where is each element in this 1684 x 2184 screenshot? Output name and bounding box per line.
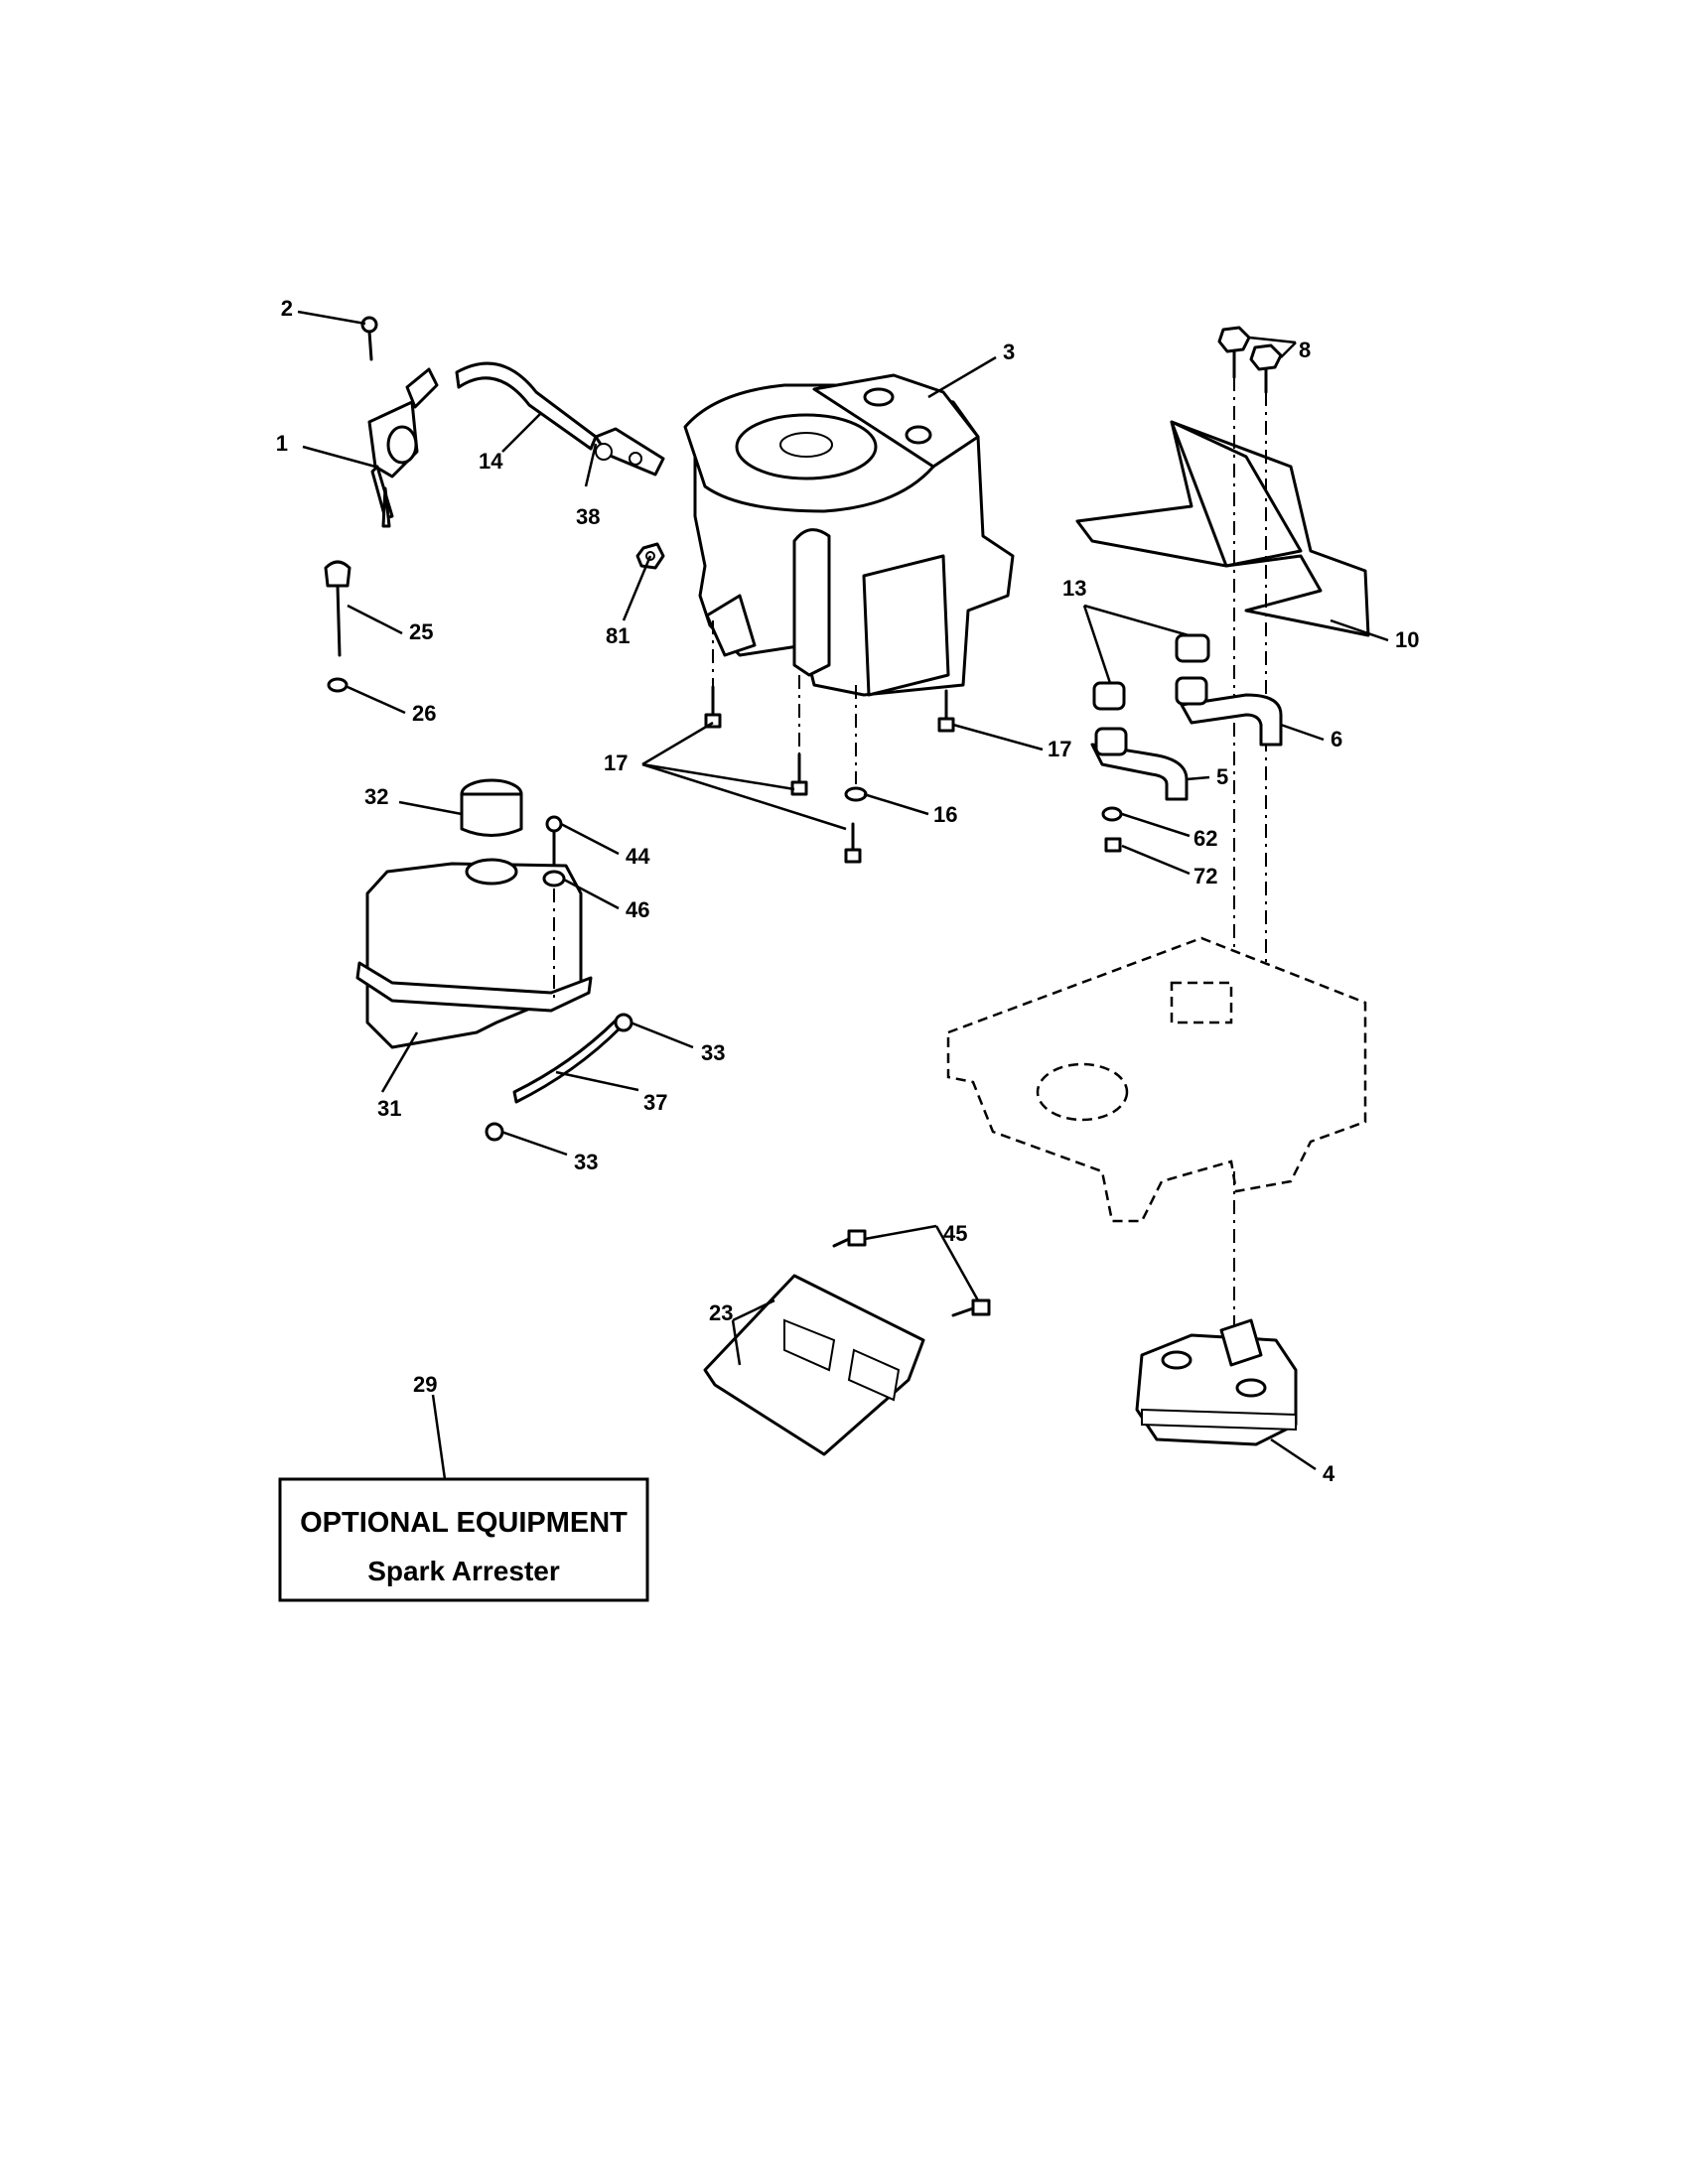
callout-33-bottom: 33 [574,1150,598,1174]
callout-29: 29 [413,1372,437,1397]
callout-38: 38 [576,504,600,529]
optional-equipment-title: OPTIONAL EQUIPMENT [300,1507,628,1539]
callout-26: 26 [412,701,436,726]
fuel-hose-part [485,1013,633,1142]
dipstick-part [324,560,351,693]
callout-8: 8 [1299,338,1311,362]
callout-25: 25 [409,619,433,644]
frame-outline [946,936,1367,1223]
callout-17-right: 17 [1048,737,1071,761]
callout-4: 4 [1323,1461,1335,1486]
callout-1: 1 [276,431,288,456]
callout-45: 45 [943,1221,967,1246]
engine-part [683,373,1015,697]
callouts: 1 2 3 4 5 6 8 10 13 14 16 17 17 17 23 25… [276,296,1420,1486]
throttle-screw-part [360,316,378,361]
fuel-line-part [455,361,665,477]
callout-3: 3 [1003,340,1015,364]
callout-13: 13 [1062,576,1086,601]
spark-arrester-label: Spark Arrester [367,1556,560,1586]
callout-14: 14 [479,449,503,474]
callout-46: 46 [626,897,649,922]
optional-equipment-box: OPTIONAL EQUIPMENT Spark Arrester [278,1477,649,1602]
callout-62: 62 [1193,826,1217,851]
exhaust-pipes-part [1090,633,1283,853]
throttle-control-part [367,367,439,528]
callout-23: 23 [709,1300,733,1325]
callout-5: 5 [1216,764,1228,789]
callout-44: 44 [626,844,650,869]
fuel-tank-part [355,778,593,1049]
callout-32: 32 [364,784,388,809]
callout-72: 72 [1193,864,1217,888]
callout-6: 6 [1331,727,1342,751]
callout-2: 2 [281,296,293,321]
muffler-part [1135,1171,1298,1446]
mounting-screws-part [832,1229,991,1317]
knob-screws-part [1217,326,1283,993]
callout-37: 37 [643,1090,667,1115]
callout-31: 31 [377,1096,401,1121]
callout-81: 81 [606,623,630,648]
tank-screw-washer-part [542,815,566,1003]
callout-33-top: 33 [701,1040,725,1065]
callout-16: 16 [933,802,957,827]
callout-10: 10 [1395,627,1419,652]
heat-shield-part [1075,420,1370,637]
leader-lines [297,310,1389,1480]
callout-17-left: 17 [604,751,628,775]
bottom-plate-part [703,1274,925,1456]
